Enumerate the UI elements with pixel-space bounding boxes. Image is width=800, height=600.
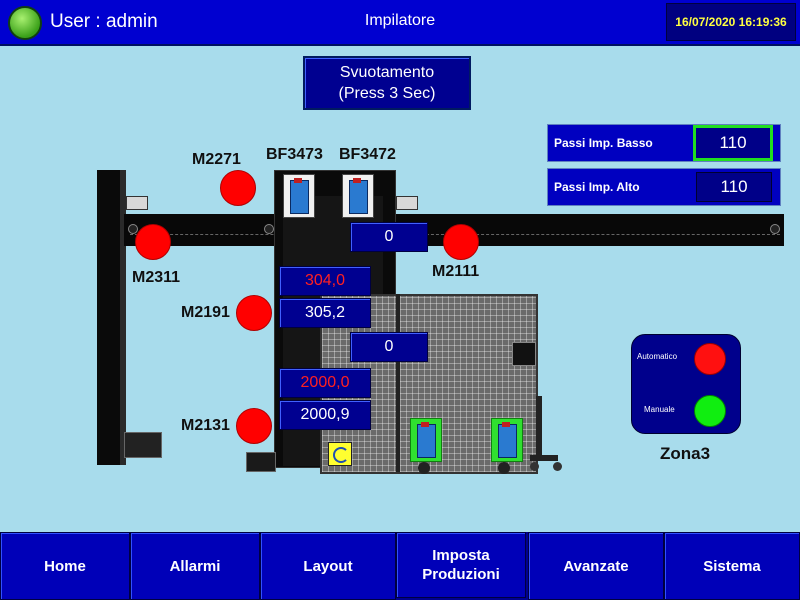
- passi-basso-input[interactable]: 110: [693, 125, 773, 161]
- mid-count-display[interactable]: 0: [350, 332, 428, 362]
- bottom-nav: Home Allarmi Layout Imposta Produzioni A…: [0, 532, 800, 600]
- wheel-icon: [553, 462, 562, 471]
- lower-motor-box: [246, 452, 276, 472]
- motor-m2131-indicator[interactable]: [236, 408, 272, 444]
- nav-sistema-button[interactable]: Sistema: [664, 532, 800, 600]
- motor-m2191-label: M2191: [181, 304, 230, 321]
- cage-motor: [512, 342, 536, 366]
- sensor-lower-right-icon: [491, 418, 523, 462]
- cage-post: [396, 294, 400, 472]
- hand-truck: [536, 396, 542, 460]
- wheel-icon: [498, 462, 510, 474]
- status-led-icon: [8, 6, 42, 40]
- automatico-label: Automatico: [637, 352, 678, 361]
- left-motor-box: [124, 432, 162, 458]
- passi-alto-label: Passi Imp. Alto: [554, 180, 640, 194]
- actual-upper-display: 305,2: [279, 298, 371, 328]
- passi-basso-label: Passi Imp. Basso: [554, 136, 653, 150]
- sensor-bf3473-icon: [283, 174, 315, 218]
- motor-m2271-indicator[interactable]: [220, 170, 256, 206]
- hand-truck-base: [530, 455, 558, 461]
- manuale-label: Manuale: [644, 405, 675, 414]
- sensor-bf3472-icon: [342, 174, 374, 218]
- automatico-led-icon[interactable]: [694, 343, 726, 375]
- zona-title: Zona3: [659, 444, 711, 463]
- motor-m2271-label: M2271: [192, 151, 241, 168]
- nav-avanzate-button[interactable]: Avanzate: [528, 532, 664, 600]
- svuotamento-button[interactable]: Svuotamento (Press 3 Sec): [303, 56, 471, 110]
- datetime-display: 16/07/2020 16:19:36: [666, 3, 796, 41]
- motor-m2191-indicator[interactable]: [236, 295, 272, 331]
- nav-imposta-produzioni-button[interactable]: Imposta Produzioni: [396, 532, 526, 598]
- svuotamento-label: Svuotamento: [339, 64, 435, 81]
- passi-basso-panel: Passi Imp. Basso 110: [547, 124, 781, 162]
- passi-alto-input[interactable]: 110: [696, 172, 772, 202]
- actual-lower-display: 2000,9: [279, 400, 371, 430]
- sensor-lower-left-icon: [410, 418, 442, 462]
- user-label: User : admin: [50, 11, 158, 32]
- nav-layout-button[interactable]: Layout: [260, 532, 396, 600]
- wheel-icon: [530, 462, 539, 471]
- warning-icon: [328, 442, 352, 466]
- set-lower-display[interactable]: 2000,0: [279, 368, 371, 398]
- sensor-bf3473-label: BF3473: [266, 146, 323, 163]
- motor-m2311-indicator[interactable]: [135, 224, 171, 260]
- zona-panel: [631, 334, 741, 434]
- wheel-icon: [418, 462, 430, 474]
- motor-m2131-label: M2131: [181, 417, 230, 434]
- nav-allarmi-button[interactable]: Allarmi: [130, 532, 260, 600]
- motor-m2111-indicator[interactable]: [443, 224, 479, 260]
- motor-m2311-label: M2311: [132, 269, 181, 286]
- set-upper-display[interactable]: 304,0: [279, 266, 371, 296]
- right-bracket: [396, 196, 418, 210]
- nav-home-button[interactable]: Home: [0, 532, 130, 600]
- page-title: Impilatore: [364, 12, 436, 29]
- motor-m2111-label: M2111: [432, 263, 480, 280]
- manuale-led-icon[interactable]: [694, 395, 726, 427]
- svuotamento-hint: (Press 3 Sec): [338, 85, 436, 102]
- left-tower-rail: [120, 170, 126, 465]
- passi-alto-panel: Passi Imp. Alto 110: [547, 168, 781, 206]
- roller-icon: [770, 224, 780, 234]
- roller-icon: [264, 224, 274, 234]
- left-bracket: [126, 196, 148, 210]
- roller-icon: [128, 224, 138, 234]
- sensor-bf3472-label: BF3472: [339, 146, 396, 163]
- conveyor-count-display[interactable]: 0: [350, 222, 428, 252]
